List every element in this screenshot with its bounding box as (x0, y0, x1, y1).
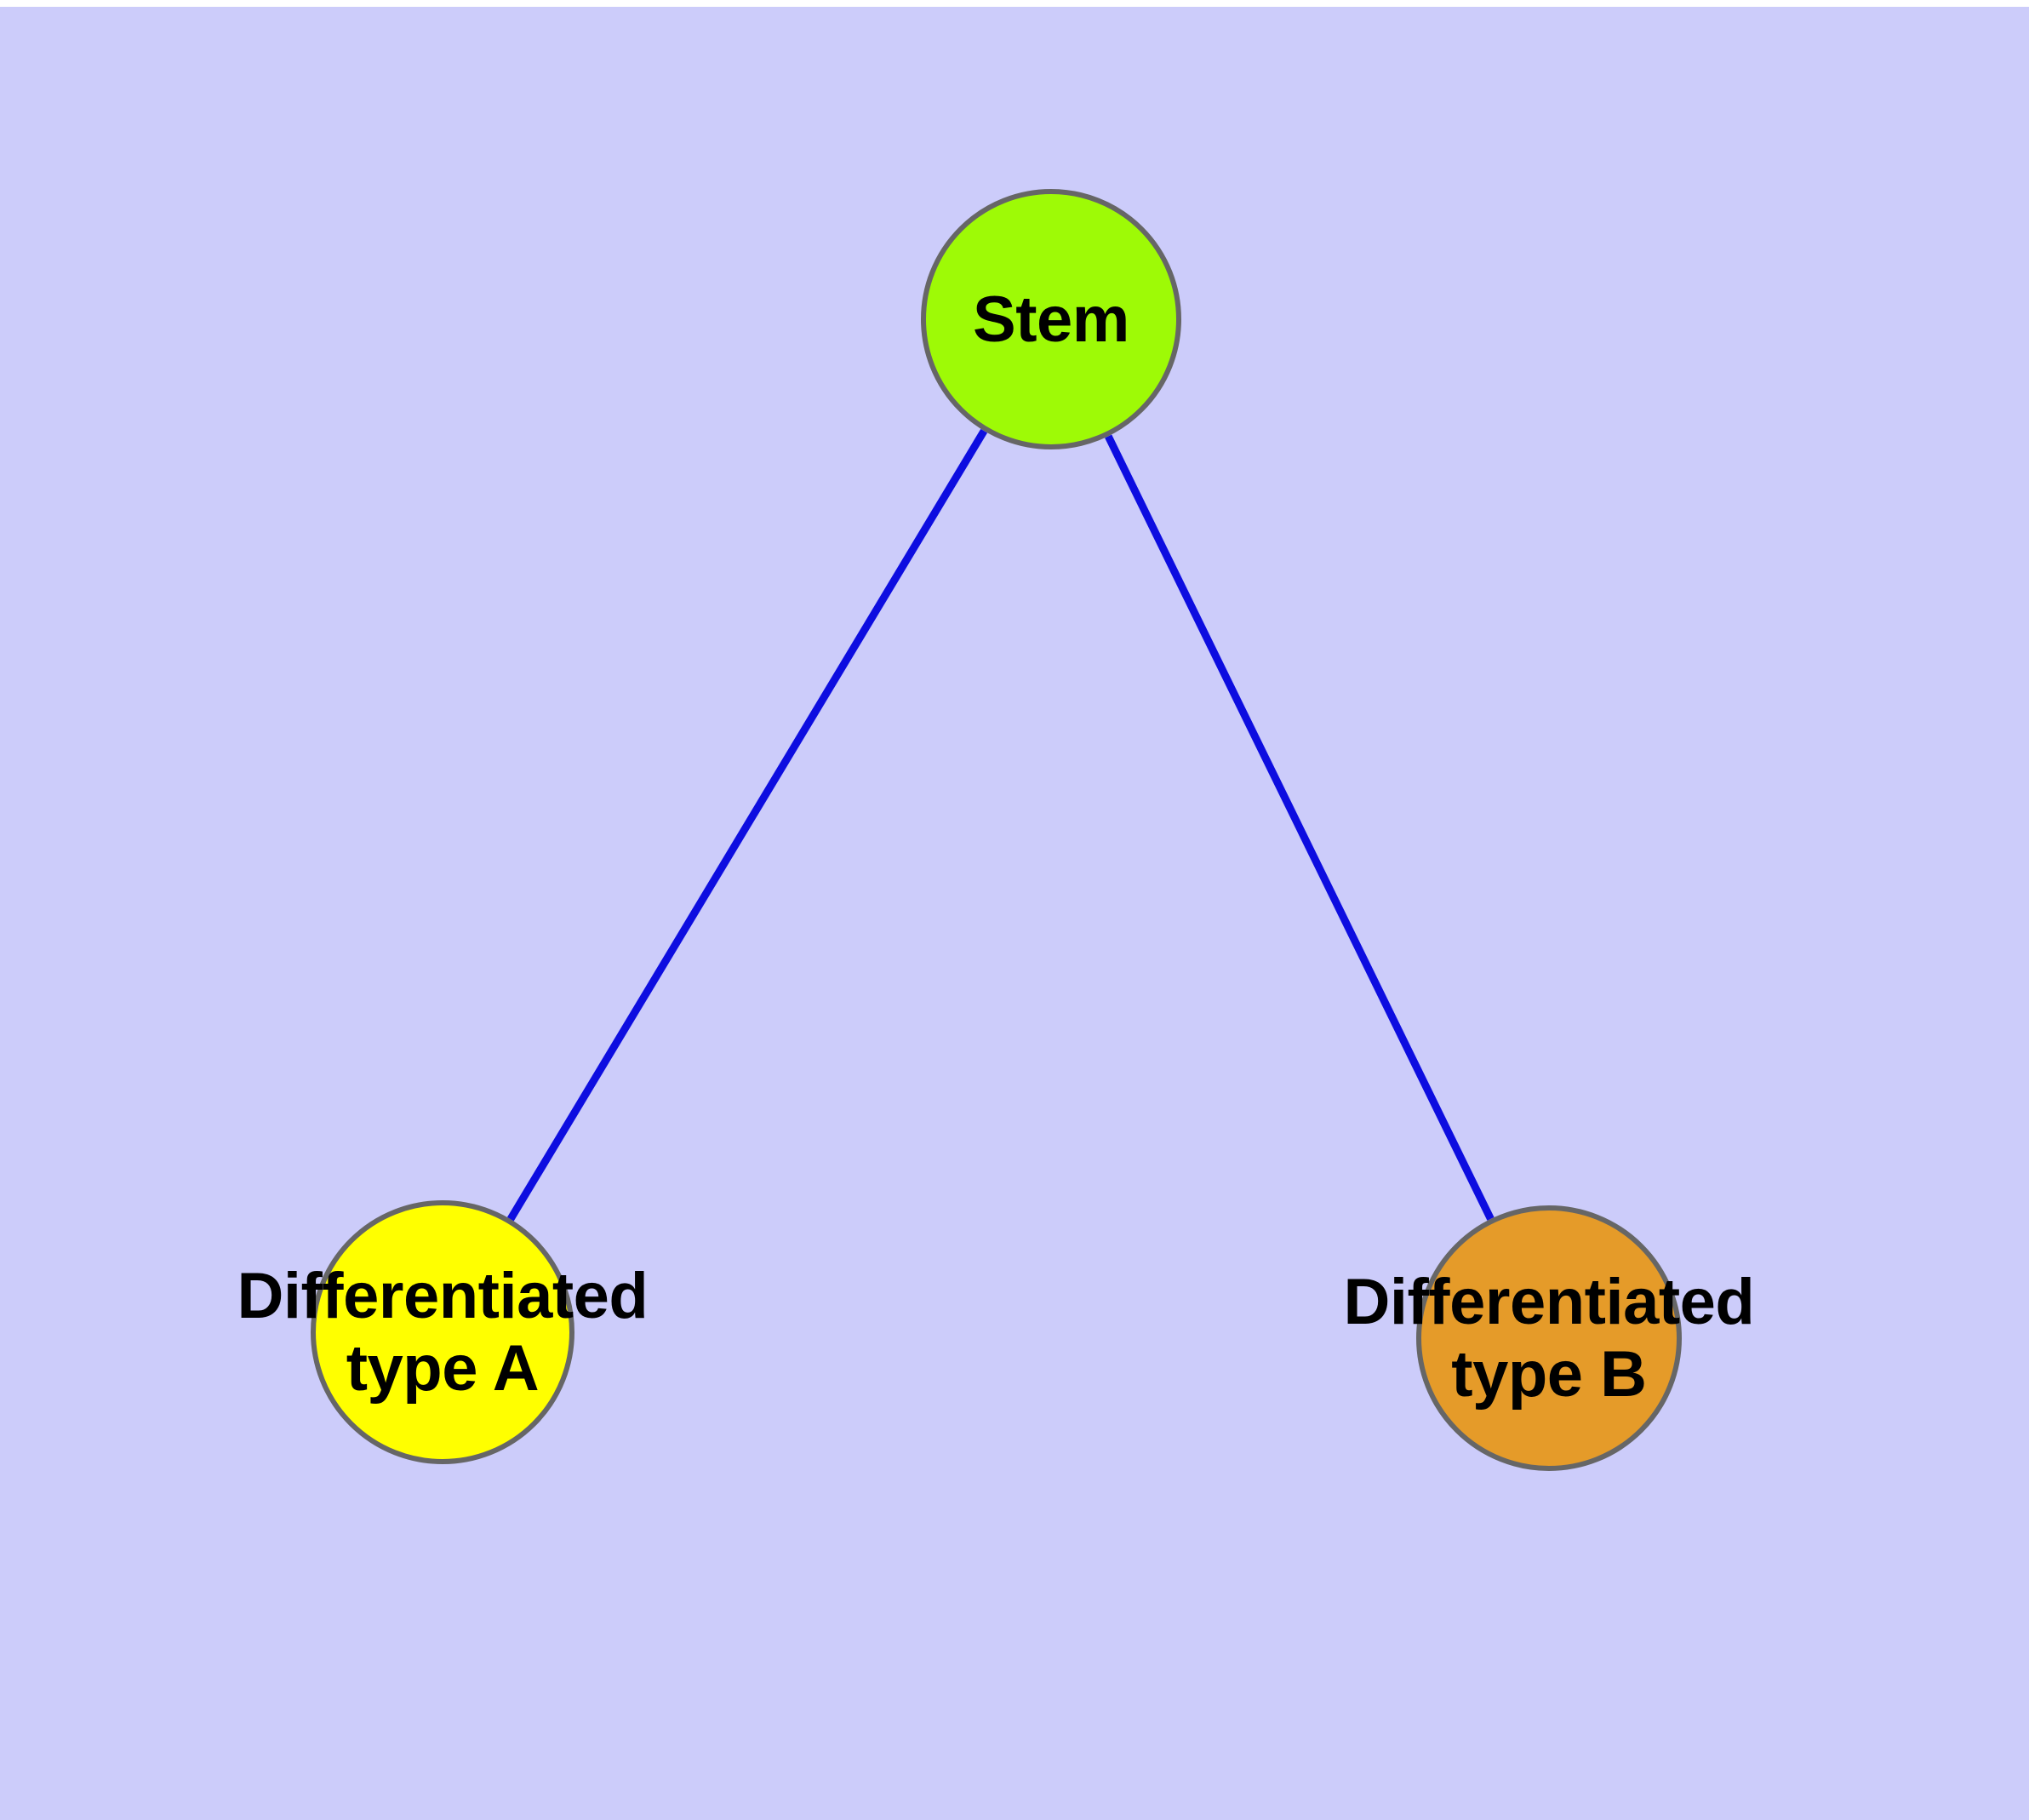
edge-stem-diff-a[interactable] (506, 428, 988, 1222)
edge-stem-diff-b[interactable] (1105, 434, 1495, 1221)
node-circle-diff_a[interactable] (311, 1200, 574, 1464)
node-diff_b[interactable] (1419, 1208, 1679, 1468)
node-circle-stem[interactable] (921, 189, 1181, 449)
node-circle-diff_b[interactable] (1416, 1205, 1682, 1471)
node-layer (311, 189, 1682, 1471)
node-diff_a[interactable] (313, 1203, 572, 1462)
node-stem[interactable] (923, 192, 1179, 447)
edge-layer (506, 428, 1495, 1222)
